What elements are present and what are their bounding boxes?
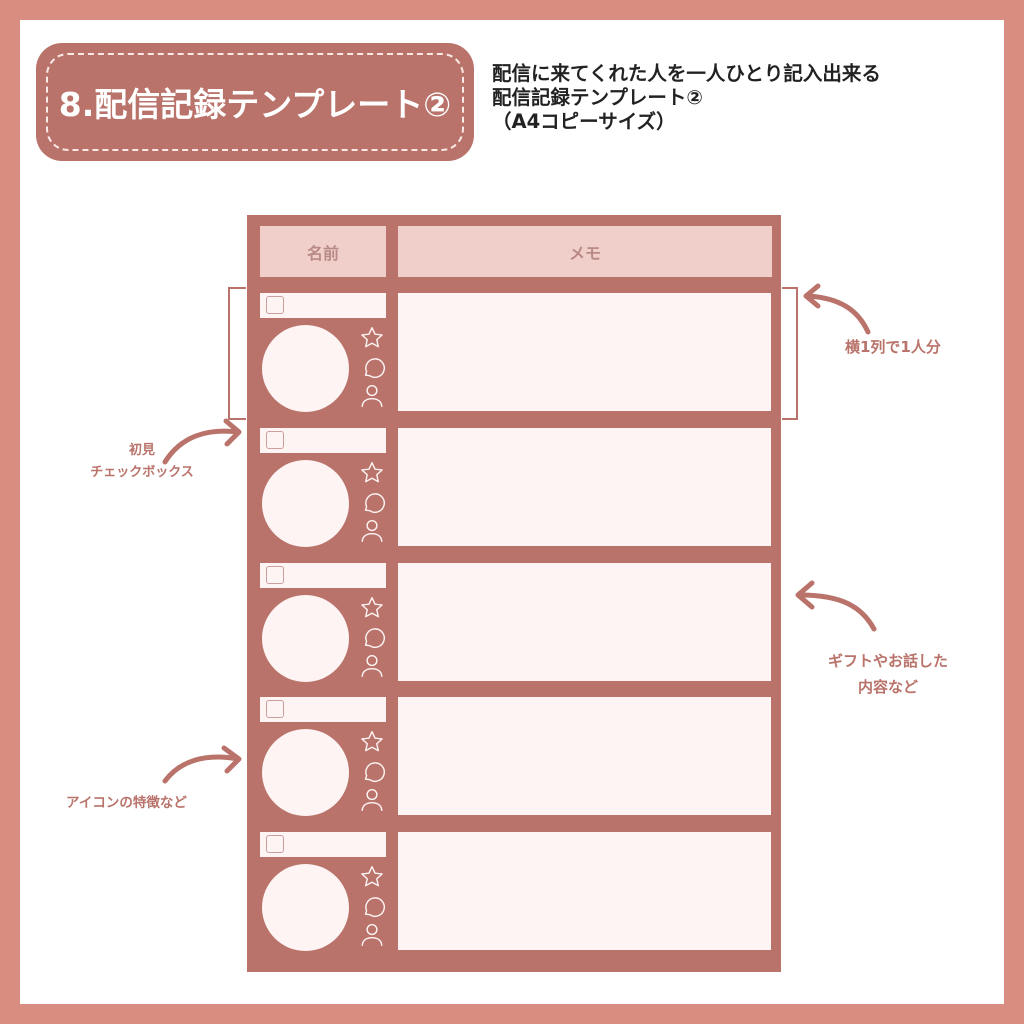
name-field[interactable] [260, 293, 386, 318]
person-icon[interactable] [359, 787, 385, 813]
arrow-icon [162, 745, 242, 784]
first-time-checkbox[interactable] [266, 700, 284, 718]
record-row-4 [247, 697, 781, 817]
name-field[interactable] [260, 697, 386, 722]
note-icon-features: アイコンの特徴など [66, 795, 187, 811]
note-memo-contents: ギフトやお話した 内容など [808, 648, 968, 700]
name-field[interactable] [260, 832, 386, 857]
note-memo-line-2: 内容など [857, 678, 918, 696]
name-field[interactable] [260, 428, 386, 453]
avatar-placeholder [262, 460, 349, 547]
description-line-3: （A4コピーサイズ） [492, 110, 676, 133]
memo-field[interactable] [398, 697, 771, 815]
person-icon[interactable] [359, 383, 385, 409]
arrow-icon [162, 418, 242, 465]
note-memo-line-1: ギフトやお話した [827, 652, 948, 670]
speech-bubble-icon[interactable] [359, 354, 385, 380]
star-icon[interactable] [359, 460, 385, 486]
first-time-checkbox[interactable] [266, 566, 284, 584]
first-time-checkbox[interactable] [266, 835, 284, 853]
note-checkbox-label: チェックボックス [90, 465, 194, 480]
page-title: 8.配信記録テンプレート② [58, 85, 452, 124]
speech-bubble-icon[interactable] [359, 893, 385, 919]
avatar-placeholder [262, 729, 349, 816]
avatar-placeholder [262, 864, 349, 951]
arrow-icon [795, 580, 877, 632]
person-icon[interactable] [359, 653, 385, 679]
dashed-border [46, 53, 464, 151]
title-badge: 8.配信記録テンプレート② [36, 43, 474, 161]
first-time-checkbox[interactable] [266, 431, 284, 449]
avatar-placeholder [262, 595, 349, 682]
note-first-time-label: 初見 [128, 443, 155, 458]
avatar-placeholder [262, 325, 349, 412]
header-name: 名前 [260, 226, 386, 277]
row-bracket-left [228, 287, 246, 420]
arrow-icon [803, 283, 871, 335]
star-icon[interactable] [359, 595, 385, 621]
record-row-1 [247, 293, 781, 413]
description-line-2: 配信記録テンプレート② [492, 86, 703, 109]
name-field[interactable] [260, 563, 386, 588]
note-first-time-checkbox: 初見 チェックボックス [72, 440, 212, 484]
note-one-row-per-person: 横1列で1人分 [845, 338, 941, 356]
record-row-3 [247, 563, 781, 683]
person-icon[interactable] [359, 922, 385, 948]
speech-bubble-icon[interactable] [359, 489, 385, 515]
person-icon[interactable] [359, 518, 385, 544]
record-sheet: 名前 メモ [247, 215, 781, 972]
description: 配信に来てくれた人を一人ひとり記入出来る 配信記録テンプレート② （A4コピーサ… [492, 62, 881, 134]
memo-field[interactable] [398, 293, 771, 411]
memo-field[interactable] [398, 428, 771, 546]
speech-bubble-icon[interactable] [359, 624, 385, 650]
record-row-5 [247, 832, 781, 952]
star-icon[interactable] [359, 325, 385, 351]
record-row-2 [247, 428, 781, 548]
first-time-checkbox[interactable] [266, 296, 284, 314]
memo-field[interactable] [398, 832, 771, 950]
row-bracket-right [782, 287, 798, 420]
memo-field[interactable] [398, 563, 771, 681]
description-line-1: 配信に来てくれた人を一人ひとり記入出来る [492, 62, 881, 85]
star-icon[interactable] [359, 729, 385, 755]
header-memo: メモ [398, 226, 772, 277]
speech-bubble-icon[interactable] [359, 758, 385, 784]
star-icon[interactable] [359, 864, 385, 890]
